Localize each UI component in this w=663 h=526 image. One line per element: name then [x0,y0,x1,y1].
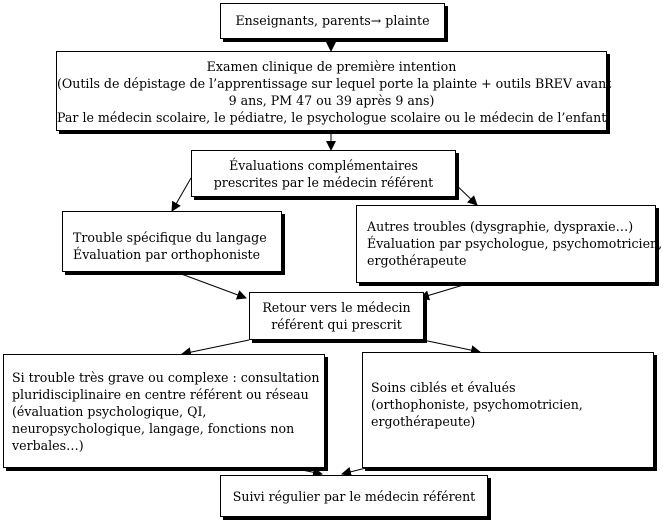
node-text: Soins ciblés et évalués [371,380,516,395]
node-text: pluridisciplinaire en centre référent ou… [12,387,309,402]
arrow-grave-to-suivi [291,467,323,478]
node-text: ergothérapeute [367,253,467,268]
node-suivi-regulier: Suivi régulier par le médecin référent [220,475,488,517]
arrow-retour-to-grave [181,339,250,358]
node-text: Enseignants, parents→ plainte [235,13,430,28]
node-text: Évaluation par psychologue, psychomotric… [367,236,663,251]
node-text: 9 ans, PM 47 ou 39 après 9 ans) [228,93,435,108]
node-autres-troubles: Autres troubles (dysgraphie, dyspraxie…)… [356,205,663,283]
node-trouble-grave: Si trouble très grave ou complexe : cons… [3,354,325,468]
node-text: Par le médecin scolaire, le pédiatre, le… [57,110,607,125]
node-text: référent qui prescrit [271,317,402,332]
node-trouble-langage: Trouble spécifique du langage Évaluation… [62,211,282,272]
arrow-evaluations-to-langage [171,177,192,212]
node-text: prescrites par le médecin référent [213,175,434,190]
node-text: Examen clinique de première intention [206,59,457,74]
arrow-soins-to-suivi [341,466,367,477]
node-text: (orthophoniste, psychomotricien, [371,397,583,412]
node-retour-medecin: Retour vers le médecin référent qui pres… [249,292,424,340]
node-text: Retour vers le médecin [262,300,411,315]
node-text: Suivi régulier par le médecin référent [232,489,476,504]
arrow-autres-to-retour [419,282,471,301]
node-text: (Outils de dépistage de l’apprentissage … [57,76,612,91]
node-text: Évaluation par orthophoniste [73,247,261,262]
node-plainte: Enseignants, parents→ plainte [220,3,445,39]
node-text: neuropsychologique, langage, fonctions n… [12,421,295,436]
arrow-langage-to-retour [175,271,247,300]
arrow-retour-to-soins [422,339,481,356]
node-evaluations-complementaires: Évaluations complémentaires prescrites p… [191,150,456,197]
node-text: Si trouble très grave ou complexe : cons… [12,370,320,385]
node-text: verbales…) [12,438,84,453]
node-text: Trouble spécifique du langage [73,230,267,245]
node-text: Autres troubles (dysgraphie, dyspraxie…) [367,219,634,234]
node-soins-cibles: Soins ciblés et évalués (orthophoniste, … [362,352,654,468]
node-examen-clinique: Examen clinique de première intention (O… [56,51,612,131]
node-text: ergothérapeute) [371,414,476,429]
node-text: Évaluations complémentaires [229,158,418,173]
node-text: (évaluation psychologique, QI, [12,404,207,419]
